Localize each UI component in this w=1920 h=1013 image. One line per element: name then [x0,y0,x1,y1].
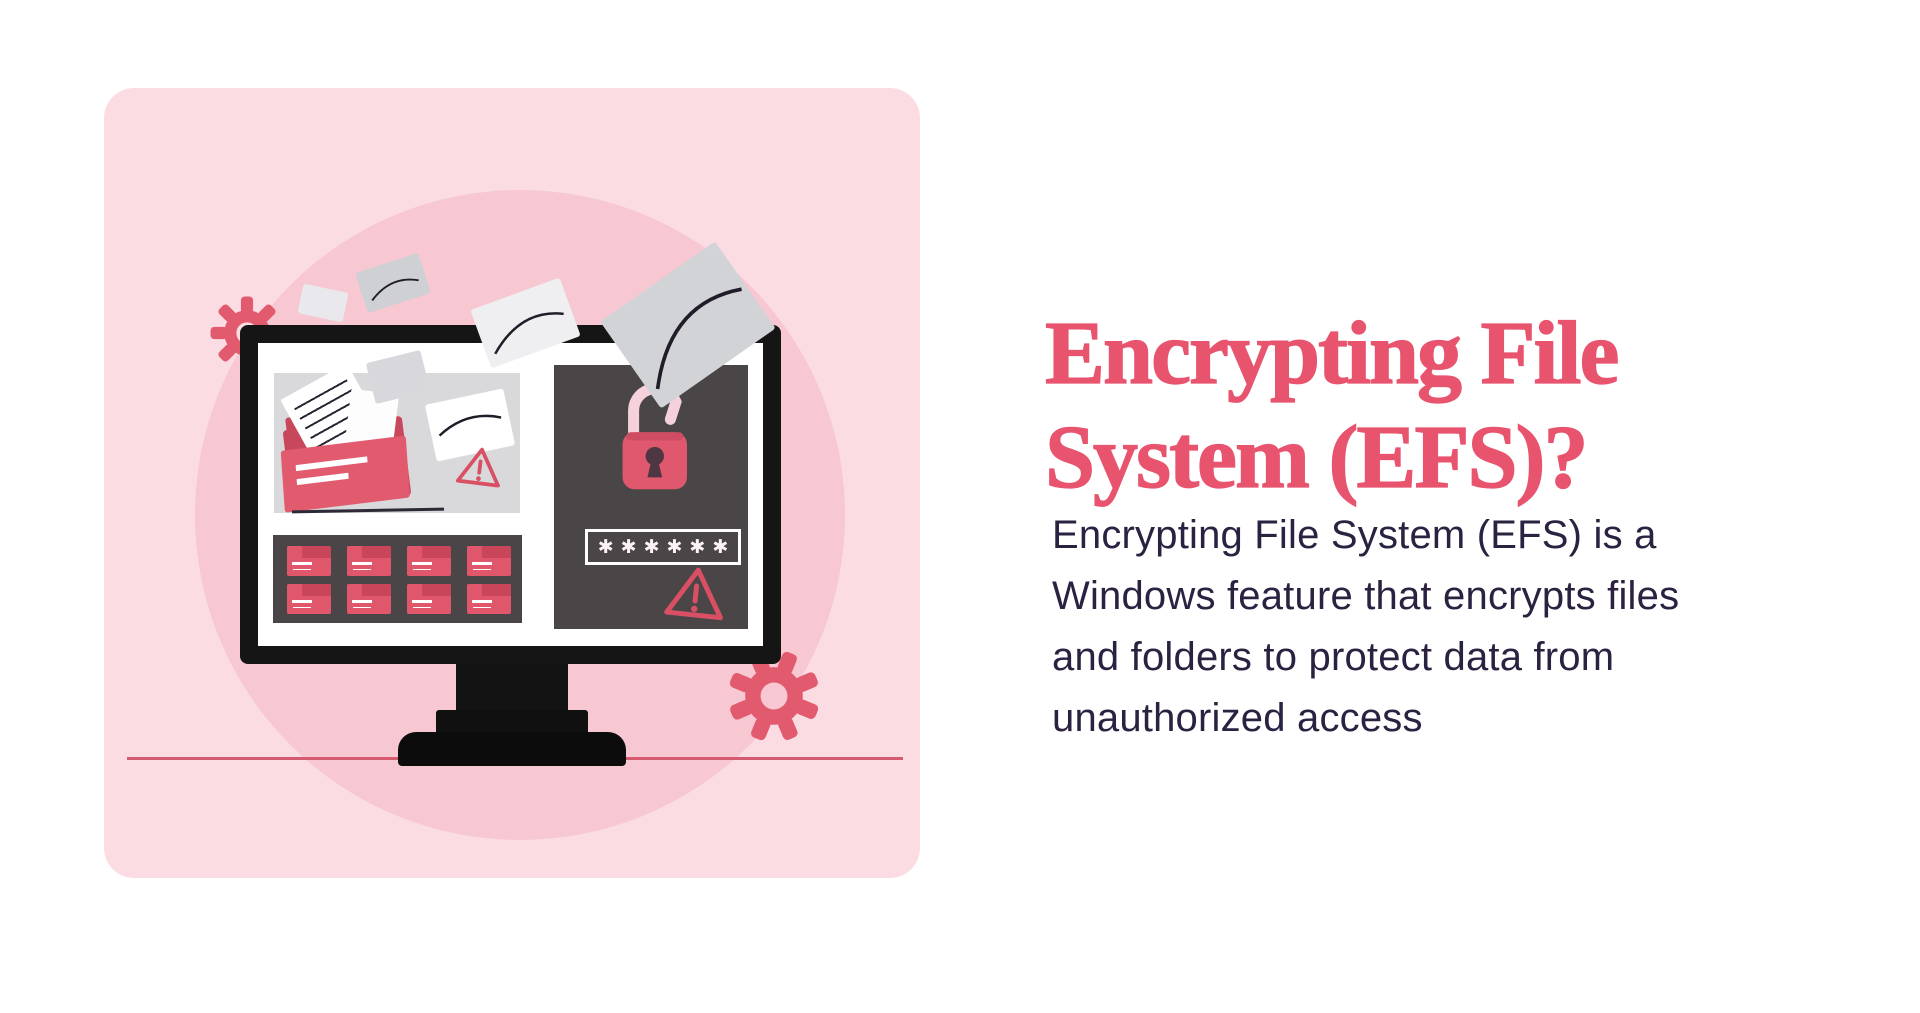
paper-icon [355,252,431,314]
page-title: Encrypting File System (EFS)? [1044,302,1620,510]
password-mask-text: ✱✱✱✱✱✱ [597,535,736,558]
page-title-line-1: Encrypting File [1044,303,1620,403]
folder-icon [467,546,511,576]
folder-icon [287,584,331,614]
page-description: Encrypting File System (EFS) is a Window… [1052,505,1679,749]
description-line: Windows feature that encrypts files [1052,574,1680,618]
description-line: and folders to protect data from [1052,635,1615,679]
open-folder-icon [274,363,415,513]
warning-triangle-icon [454,442,507,490]
warning-triangle-icon [661,561,731,623]
folder-grid [273,535,522,623]
paper-icon [470,277,581,369]
folder-icon [407,546,451,576]
folder-icon [287,546,331,576]
monitor-stand-base [398,732,626,766]
password-field: ✱✱✱✱✱✱ [585,529,741,565]
page-title-line-2: System (EFS)? [1044,407,1589,507]
folder-icon [347,584,391,614]
description-line: unauthorized access [1052,696,1423,740]
gear-icon [712,634,837,759]
paper-icon [600,241,776,409]
folder-icon [347,546,391,576]
folder-icon [467,584,511,614]
folder-icon [407,584,451,614]
description-line: Encrypting File System (EFS) is a [1052,513,1657,557]
screen-panel-lock [554,365,748,629]
paper-icon [424,388,516,462]
monitor-stand-neck [456,664,568,714]
